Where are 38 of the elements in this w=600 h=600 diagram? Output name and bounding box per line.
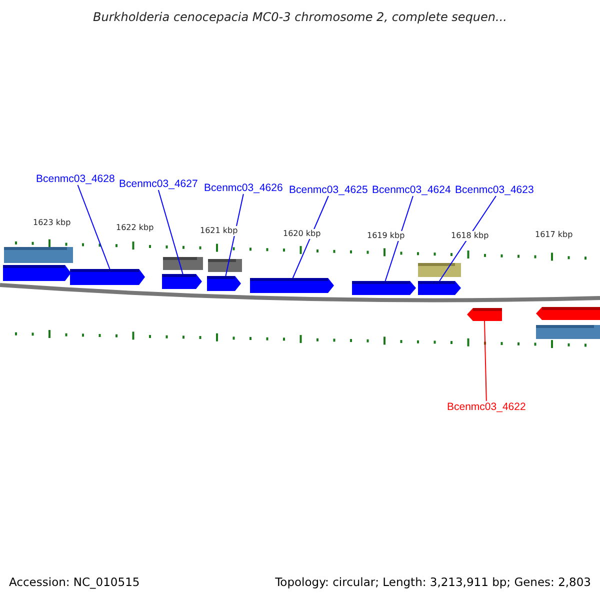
gene-label: Bcenmc03_4627 [119,178,198,190]
gene-feature [163,257,203,270]
gene-feature [70,269,145,285]
accession-text: Accession: NC_010515 [9,575,140,589]
scale-label: 1622 kbp [116,223,154,233]
gene-feature [3,265,71,281]
scale-label: 1620 kbp [283,229,321,239]
gene-feature [536,325,600,339]
gene-feature [208,259,242,272]
gene-feature [207,276,241,291]
gene-feature [418,263,461,277]
title: Burkholderia cenocepacia MC0-3 chromosome 2, complete sequen... [92,10,508,24]
gene-label: Bcenmc03_4623 [455,184,534,196]
scale-label: 1617 kbp [535,230,573,240]
gene-label: Bcenmc03_4625 [289,184,368,196]
gene-label: Bcenmc03_4628 [36,173,115,185]
leader-line [225,194,244,276]
leader-line [484,320,487,402]
summary-text: Topology: circular; Length: 3,213,911 bp; Genes: 2,803 [275,575,591,589]
gene-feature [418,281,461,295]
gene-label: Bcenmc03_4626 [204,182,283,194]
scale-label: 1618 kbp [451,231,489,241]
scale-label: 1623 kbp [33,218,71,228]
gene-feature [467,308,502,321]
gene-feature [536,307,600,320]
gene-feature [162,274,202,289]
gene-feature [4,247,73,263]
gene-feature [352,281,416,295]
scale-label: 1619 kbp [367,231,405,241]
gene-feature [250,278,334,293]
leader-line [384,196,414,282]
leader-line [77,184,110,270]
leader-line [158,190,184,274]
leader-line [439,196,496,282]
gene-label: Bcenmc03_4624 [372,184,451,196]
scale-label: 1621 kbp [200,226,238,236]
leader-line [292,196,329,278]
gene-label: Bcenmc03_4622 [447,401,526,413]
